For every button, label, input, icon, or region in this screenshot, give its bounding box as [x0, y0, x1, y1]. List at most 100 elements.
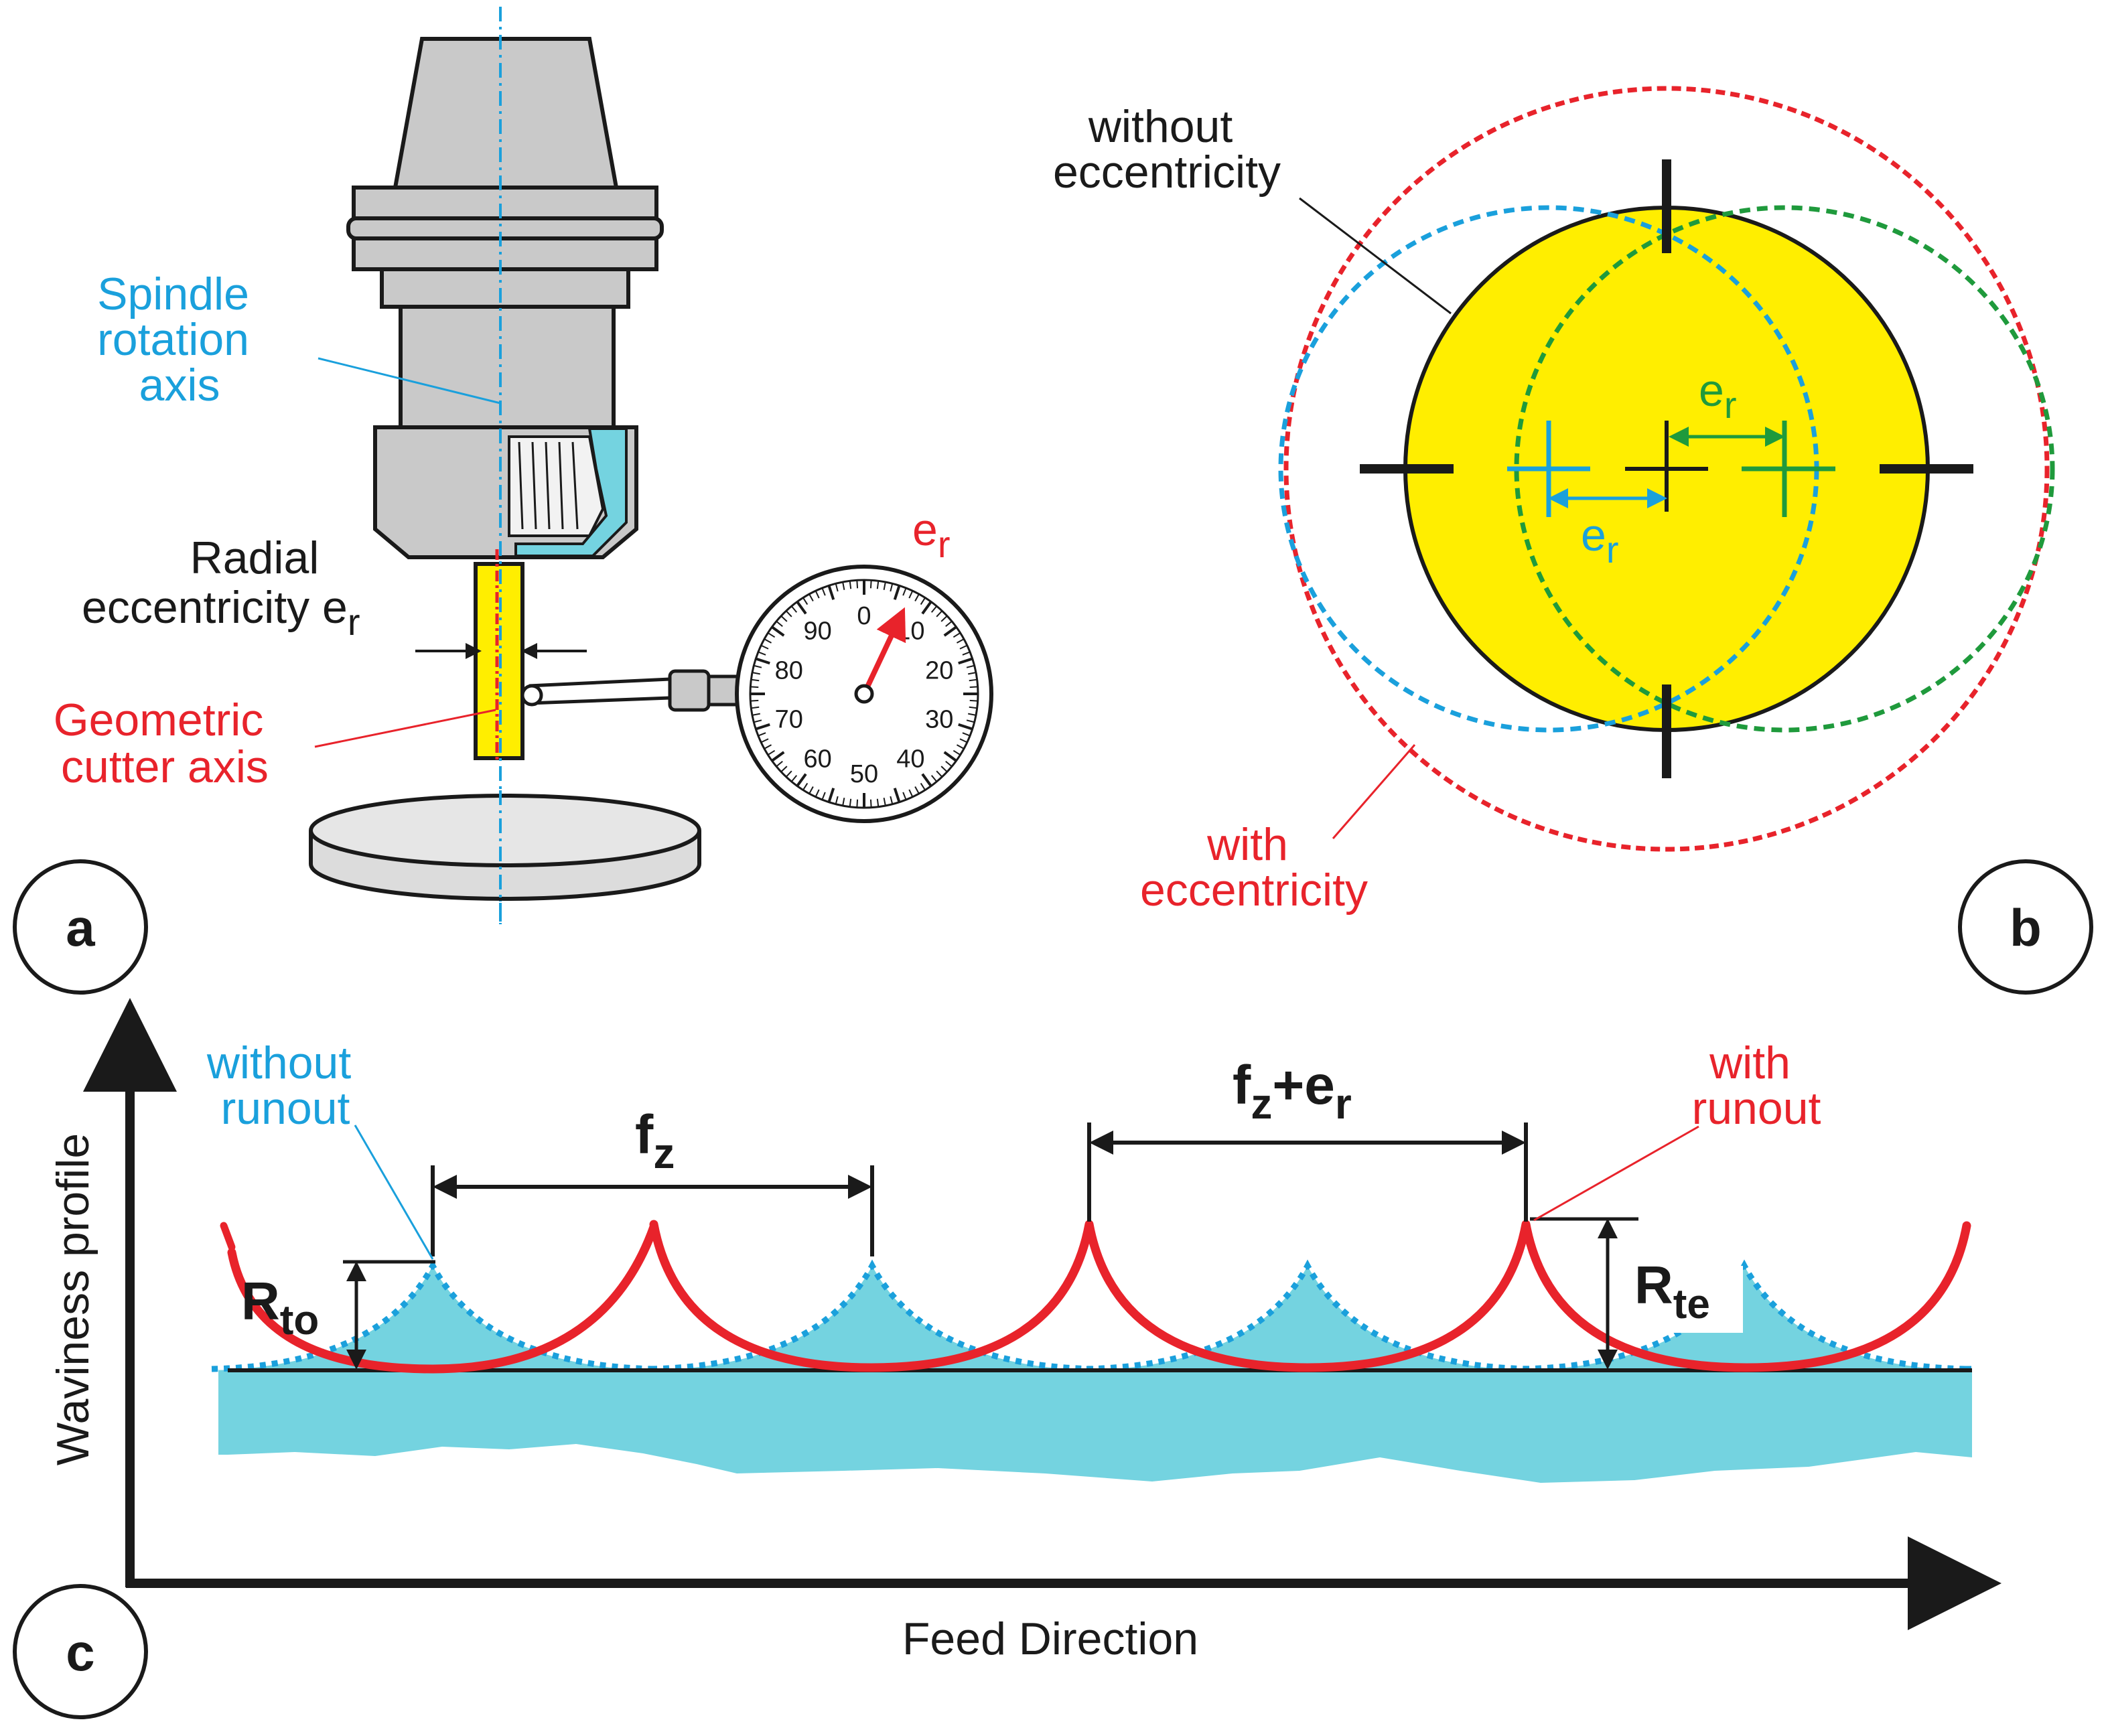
- fz-label: fz: [635, 1104, 675, 1177]
- dial-tick: [945, 620, 953, 628]
- dial-tick: [936, 770, 943, 778]
- dial-tick: [849, 581, 852, 589]
- spindle-label: Spindle rotation axis: [97, 269, 262, 411]
- dial-tick: [821, 792, 826, 800]
- rto-dimension: [343, 1260, 435, 1370]
- dial-tick: [920, 597, 926, 605]
- dial-tick: [785, 610, 792, 618]
- dial-tick: [953, 632, 961, 638]
- dial-tick: [956, 638, 965, 644]
- dial-tick: [945, 760, 953, 768]
- dial-tick: [767, 749, 776, 755]
- dial-tick: [750, 686, 759, 689]
- geometric-label-leader: [314, 709, 496, 748]
- dial-tick: [809, 786, 814, 794]
- dial-number: 80: [775, 657, 803, 685]
- geometric-cutter-axis-label: Geometric cutter axis: [54, 695, 277, 792]
- dial-tick: [796, 601, 807, 615]
- dial-tick: [796, 773, 807, 787]
- fz-plus-er-label: fz+er: [1233, 1055, 1352, 1128]
- dial-tick: [827, 788, 835, 803]
- dial-tick: [876, 798, 880, 807]
- dial-tick: [809, 593, 814, 602]
- with-runout-leader: [1533, 1125, 1699, 1222]
- panel-b-badge-text: b: [2010, 898, 2042, 957]
- dial-tick: [968, 713, 977, 716]
- dial-tick: [958, 657, 973, 665]
- without-runout-profile: [211, 1259, 1972, 1372]
- dial-tick: [751, 678, 760, 682]
- with-runout-profile-start: [220, 1222, 236, 1251]
- dial-tick: [921, 773, 932, 787]
- dial-tick: [962, 732, 971, 737]
- tool-holder-flange: [352, 186, 658, 220]
- without-eccentricity-leader: [1299, 197, 1452, 315]
- dial-tick: [956, 744, 965, 749]
- dial-indicator-stem: [520, 669, 748, 712]
- panel-b-badge: [1958, 859, 2093, 995]
- blue-er-label: er: [1581, 510, 1618, 571]
- dial-tick: [802, 782, 809, 791]
- dial-er-label: er: [912, 504, 950, 565]
- dial-tick: [959, 738, 968, 743]
- x-axis-label: Feed Direction: [902, 1613, 1198, 1664]
- dial-tick: [902, 587, 907, 596]
- collet-teal-section: [514, 427, 628, 557]
- dial-tick: [785, 770, 792, 778]
- dial-tick: [780, 766, 788, 773]
- with-eccentricity-label: with eccentricity: [1140, 819, 1368, 916]
- dial-number: 50: [850, 760, 878, 788]
- dial-tick: [771, 751, 785, 762]
- dial-tick: [940, 615, 948, 622]
- dial-tick: [771, 626, 785, 637]
- dial-tick: [802, 597, 809, 605]
- dial-tick: [962, 651, 971, 656]
- tool-holder-body: [399, 305, 616, 429]
- rto-label: Rto: [241, 1271, 319, 1344]
- dial-tick: [760, 644, 769, 650]
- dial-tick: [943, 626, 957, 637]
- dial-number: 40: [896, 745, 924, 773]
- dial-tick: [752, 672, 760, 675]
- dial-tick: [943, 751, 957, 762]
- without-eccentricity-label: without eccentricity: [1053, 101, 1281, 198]
- dial-tick: [842, 798, 845, 806]
- dial-number: 90: [804, 618, 832, 646]
- dial-tick: [914, 786, 920, 794]
- spindle-label-leader: [318, 357, 501, 405]
- dial-tick: [754, 664, 762, 668]
- rte-dimension: [1530, 1217, 1638, 1370]
- radial-eccentricity-label-line2: eccentricity er: [82, 582, 360, 643]
- dial-tick: [842, 581, 845, 590]
- tool-holder-groove: [346, 216, 664, 240]
- dial-tick: [790, 605, 798, 613]
- dial-tick: [958, 723, 973, 731]
- dial-tick: [921, 601, 932, 615]
- dial-tick: [876, 581, 880, 589]
- dial-tick: [920, 782, 926, 791]
- dial-tick: [940, 766, 948, 773]
- dial-pointer: [861, 607, 906, 695]
- dial-number: 30: [925, 705, 953, 733]
- dial-tick: [966, 719, 975, 723]
- dial-tick: [883, 581, 886, 590]
- green-er-label: er: [1699, 365, 1736, 426]
- dial-tick: [883, 798, 886, 806]
- dial-number: 60: [804, 745, 832, 773]
- dial-tick: [755, 723, 770, 731]
- panel-b: without eccentricity with eccentricity e…: [1053, 86, 2093, 995]
- dial-tick: [966, 664, 975, 668]
- panel-c: without runout with runout fz fz+er Rto …: [13, 998, 2002, 1719]
- dial-tick: [758, 732, 766, 737]
- dial-tick: [969, 706, 977, 709]
- dial-tick: [776, 620, 783, 628]
- tool-holder-flange-lower: [352, 236, 658, 271]
- panel-a-badge: [13, 859, 148, 995]
- dial-tick: [893, 585, 901, 600]
- dial-tick: [908, 590, 914, 599]
- dial-tick: [835, 796, 839, 804]
- dial-tick: [821, 587, 826, 596]
- dial-number: 70: [775, 705, 803, 733]
- workpiece-material: [218, 1370, 1972, 1483]
- crosshair-ticks: [1360, 159, 1973, 778]
